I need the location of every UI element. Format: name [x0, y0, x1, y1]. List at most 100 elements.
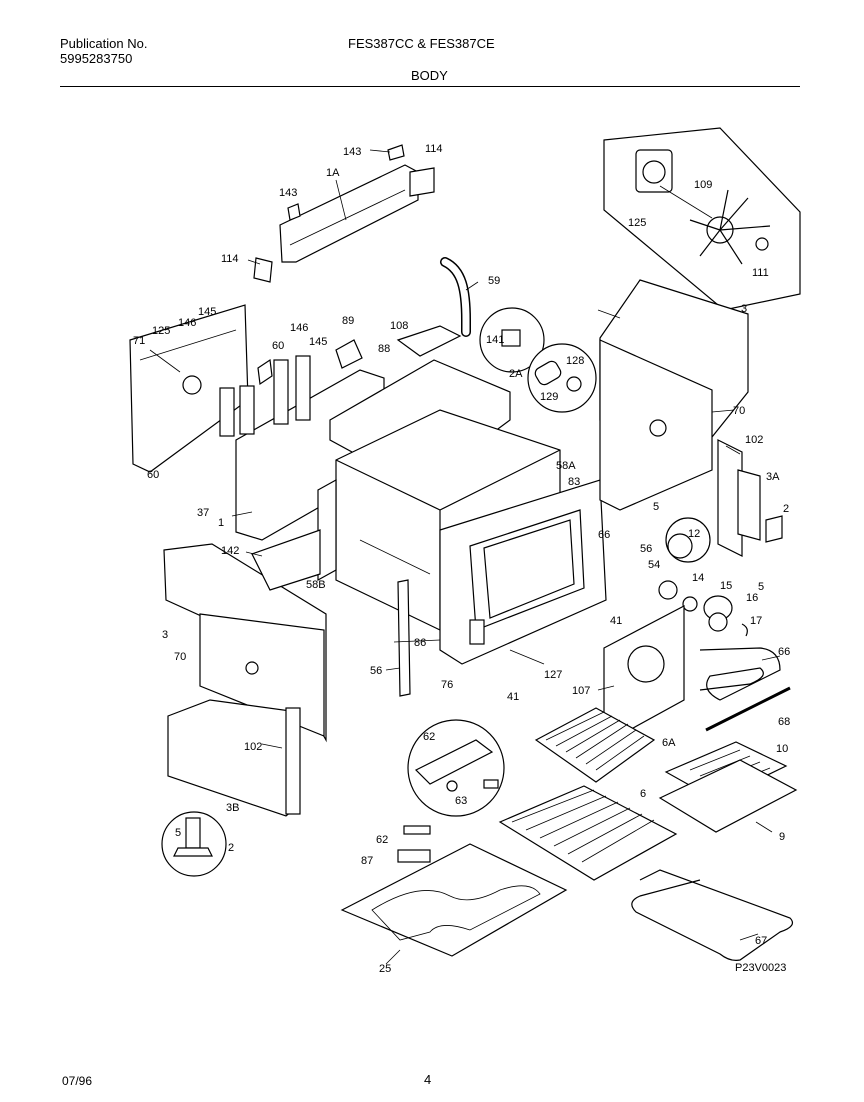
callout-label: 114 [221, 253, 239, 265]
callout-label: 41 [610, 615, 622, 627]
callout-label: 102 [745, 434, 763, 446]
callout-label: 70 [174, 651, 186, 663]
callout-label: 142 [221, 545, 239, 557]
callout-label: 6A [662, 737, 676, 749]
callout-label: 70 [733, 405, 745, 417]
convection-motor [665, 517, 711, 563]
hinge-detail-callout [407, 719, 505, 817]
callout-label: 5 [758, 581, 764, 593]
callout-label: 66 [598, 529, 610, 541]
oven-front-frame [439, 479, 607, 665]
callout-label: 66 [778, 646, 790, 658]
callout-label: 37 [197, 507, 209, 519]
callout-label: 83 [568, 476, 580, 488]
broiler-pan [658, 741, 798, 833]
convection-fan-inset [603, 127, 801, 311]
callout-label: 109 [694, 179, 712, 191]
callout-label: 10 [776, 743, 788, 755]
callout-label: 54 [648, 559, 660, 571]
callout-label: 9 [779, 831, 785, 843]
callout-label: 129 [540, 391, 558, 403]
callout-label: 111 [752, 267, 769, 279]
footer-date: 07/96 [62, 1074, 93, 1088]
callout-label: 14 [692, 572, 704, 584]
callout-label: 15 [720, 580, 732, 592]
callout-label: 41 [507, 691, 519, 703]
side-trim [397, 579, 411, 697]
callout-label: 108 [390, 320, 408, 332]
callout-label: 76 [441, 679, 453, 691]
part-callouts: 143 114 1A 143 114 59 145 71 125 146 146… [133, 143, 790, 975]
vent-strip [251, 529, 321, 591]
callout-label: 56 [370, 665, 382, 677]
left-lower-panel [163, 543, 327, 743]
callout-label: 5 [175, 827, 181, 839]
model-title: FES387CC & FES387CE [348, 36, 495, 51]
page-number: 4 [424, 1072, 432, 1087]
callout-label: 1A [326, 167, 340, 179]
callout-label: 127 [544, 669, 562, 681]
callout-label: 67 [755, 935, 767, 947]
upper-back-panel [253, 144, 435, 283]
callout-label: 62 [423, 731, 435, 743]
oven-light-assembly [658, 580, 748, 637]
callout-label: 89 [342, 315, 354, 327]
relay-assembly [335, 325, 462, 369]
oven-bottom [340, 843, 568, 957]
callout-label: 25 [379, 963, 391, 975]
callout-label: 3 [162, 629, 168, 641]
right-side-bracket [717, 439, 743, 557]
element-rod [705, 686, 791, 732]
callout-label: 58A [556, 460, 576, 472]
callout-label: 62 [376, 834, 388, 846]
callout-label: 16 [746, 592, 758, 604]
publication-label: Publication No. [60, 36, 148, 51]
callout-label: 146 [290, 322, 308, 334]
publication-number: 5995283750 [60, 51, 133, 66]
callout-label: 5 [653, 501, 659, 513]
left-side-panel [129, 304, 249, 473]
callout-label: 107 [572, 685, 590, 697]
callout-label: 102 [244, 741, 262, 753]
callout-label: 59 [488, 275, 500, 287]
callout-label: 143 [343, 146, 361, 158]
section-title: BODY [411, 68, 448, 83]
callout-label: 2 [783, 503, 789, 515]
callout-label: 63 [455, 795, 467, 807]
sensor-detail-callout [479, 307, 597, 413]
callout-label: 6 [640, 788, 646, 800]
callout-label: 12 [688, 528, 700, 540]
callout-label: 146 [178, 317, 196, 329]
drawing-code: P23V0023 [735, 962, 787, 974]
callout-label: 125 [628, 217, 646, 229]
lower-storage-panel [167, 699, 299, 817]
callout-label: 2 [228, 842, 234, 854]
callout-label: 3A [766, 471, 780, 483]
callout-label: 71 [133, 335, 145, 347]
callout-label: 125 [152, 325, 170, 337]
bake-element [631, 869, 793, 961]
leader-lines [149, 149, 781, 965]
callout-label: 56 [640, 543, 652, 555]
header-rule [60, 86, 800, 87]
oven-rack-upper [534, 707, 656, 783]
leveling-leg-callout [161, 811, 227, 877]
callout-label: 3 [741, 303, 747, 315]
callout-label: 58B [306, 579, 326, 591]
callout-label: 88 [378, 343, 390, 355]
oven-rack-lower [498, 785, 678, 881]
terminal-block [403, 825, 431, 835]
callout-label: 1 [218, 517, 224, 529]
callout-label: 3B [226, 802, 239, 814]
callout-label: 128 [566, 355, 584, 367]
callout-label: 68 [778, 716, 790, 728]
callout-label: 114 [425, 143, 443, 155]
callout-label: 141 [486, 334, 504, 346]
callout-label: 2A [509, 368, 523, 380]
callout-label: 143 [279, 187, 297, 199]
callout-label: 87 [361, 855, 373, 867]
callout-label: 17 [750, 615, 762, 627]
callout-label: 60 [272, 340, 284, 352]
callout-label: 145 [198, 306, 216, 318]
